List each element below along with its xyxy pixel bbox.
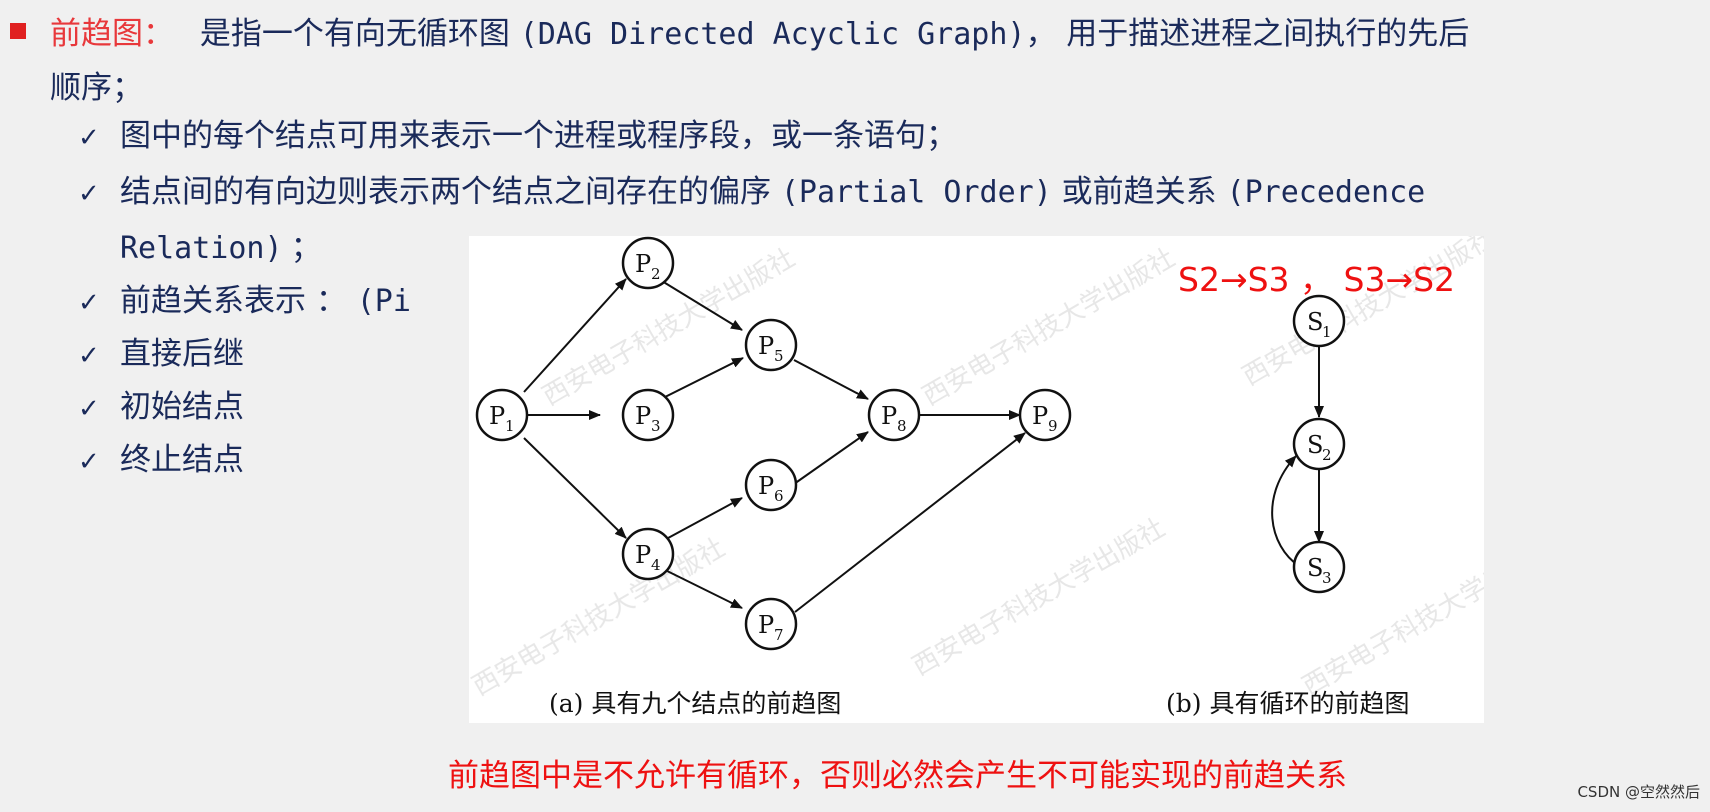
item-label: 图中的每个结点可用来表示一个进程或程序段，或一条语句； (120, 118, 957, 154)
list-item: ✓ 结点间的有向边则表示两个结点之间存在的偏序 (Partial Order) 或… (78, 172, 1425, 214)
list-item: ✓ 图中的每个结点可用来表示一个进程或程序段，或一条语句； (78, 116, 957, 158)
svg-text:4: 4 (651, 556, 661, 574)
heading-text-b: ， 用于描述进程之间执行的先后 (1025, 16, 1470, 52)
svg-text:P: P (635, 541, 651, 569)
svg-text:S: S (1307, 431, 1323, 459)
edge-p2-p5 (656, 277, 743, 331)
list-item: ✓ 初始结点 (78, 387, 244, 429)
svg-text:5: 5 (774, 347, 784, 365)
svg-text:9: 9 (1048, 417, 1058, 435)
node-s1: S1 (1292, 294, 1346, 348)
svg-text:3: 3 (651, 417, 661, 435)
svg-text:P: P (635, 250, 651, 278)
svg-text:P: P (758, 332, 774, 360)
svg-text:S: S (1307, 554, 1323, 582)
cycle-note: S2→S3 ， S3→S2 (1178, 260, 1456, 299)
edges-a (523, 277, 1324, 613)
item-label: 终止结点 (120, 442, 244, 478)
edge-p5-p8 (793, 359, 869, 400)
svg-text:3: 3 (1322, 569, 1332, 587)
definition-heading: 前趋图： 是指一个有向无循环图 (DAG Directed Acyclic Gr… (50, 14, 1469, 55)
edge-p7-p9 (794, 432, 1026, 613)
edge-p1-p4 (523, 437, 627, 539)
heading-line2: 顺序； (50, 70, 143, 106)
edge-p4-p6 (656, 497, 743, 545)
node-s2: S2 (1292, 417, 1346, 471)
item-label: 直接后继 (120, 336, 244, 372)
svg-text:P: P (635, 402, 651, 430)
svg-text:7: 7 (774, 626, 784, 644)
svg-text:2: 2 (651, 265, 661, 283)
edge-p6-p8 (793, 431, 869, 485)
svg-text:8: 8 (897, 417, 907, 435)
list-item: ✓ 终止结点 (78, 440, 244, 482)
check-icon: ✓ (78, 123, 100, 153)
svg-text:P: P (1032, 402, 1048, 430)
edge-s3-s2 (1271, 455, 1300, 567)
check-icon: ✓ (78, 179, 100, 209)
list-item: ✓ 直接后继 (78, 334, 244, 376)
svg-text:P: P (881, 402, 897, 430)
heading-text-mono: (DAG Directed Acyclic Graph) (519, 17, 1026, 52)
item-label: 前趋关系表示 ： (Pi (120, 283, 411, 319)
caption-a: (a) 具有九个结点的前趋图 (549, 689, 841, 718)
svg-text:1: 1 (505, 417, 515, 435)
heading-text-a: 是指一个有向无循环图 (199, 16, 510, 52)
edge-p1-p2 (523, 278, 627, 393)
item-label: 初始结点 (120, 389, 244, 425)
bottom-note: 前趋图中是不允许有循环，否则必然会产生不可能实现的前趋关系 (448, 758, 1347, 794)
watermark-text: 西安电子科技大学出版社 (918, 243, 1181, 412)
node-s3: S3 (1292, 540, 1346, 594)
term-label: 前趋图： (50, 16, 174, 52)
svg-text:6: 6 (774, 487, 784, 505)
svg-text:P: P (758, 472, 774, 500)
watermark-text: 西安电子科技大学出版社 (469, 533, 730, 702)
check-icon: ✓ (78, 288, 100, 318)
caption-b: (b) 具有循环的前趋图 (1166, 689, 1409, 718)
check-icon: ✓ (78, 341, 100, 371)
item-label: 结点间的有向边则表示两个结点之间存在的偏序 (Partial Order) 或前… (120, 174, 1426, 210)
watermark-text: 西安电子科技大学出版社 (908, 513, 1171, 682)
precedence-graph-figure: 西安电子科技大学出版社 西安电子科技大学出版社 西安电子科技大学出版社 西安电子… (469, 236, 1484, 723)
credit-text: CSDN @空然然后 (1577, 783, 1700, 801)
bullet-square-icon (10, 23, 26, 39)
svg-text:S: S (1307, 308, 1323, 336)
edge-p4-p7 (656, 565, 743, 609)
list-item: ✓ 前趋关系表示 ： (Pi (78, 281, 411, 323)
svg-text:P: P (489, 402, 505, 430)
svg-text:P: P (758, 611, 774, 639)
check-icon: ✓ (78, 394, 100, 424)
svg-text:1: 1 (1322, 323, 1332, 341)
svg-text:2: 2 (1322, 446, 1332, 464)
edge-p3-p5 (656, 357, 744, 402)
graph-svg: 西安电子科技大学出版社 西安电子科技大学出版社 西安电子科技大学出版社 西安电子… (469, 236, 1484, 718)
check-icon: ✓ (78, 447, 100, 477)
list-item-continuation: Relation)； (120, 230, 322, 266)
